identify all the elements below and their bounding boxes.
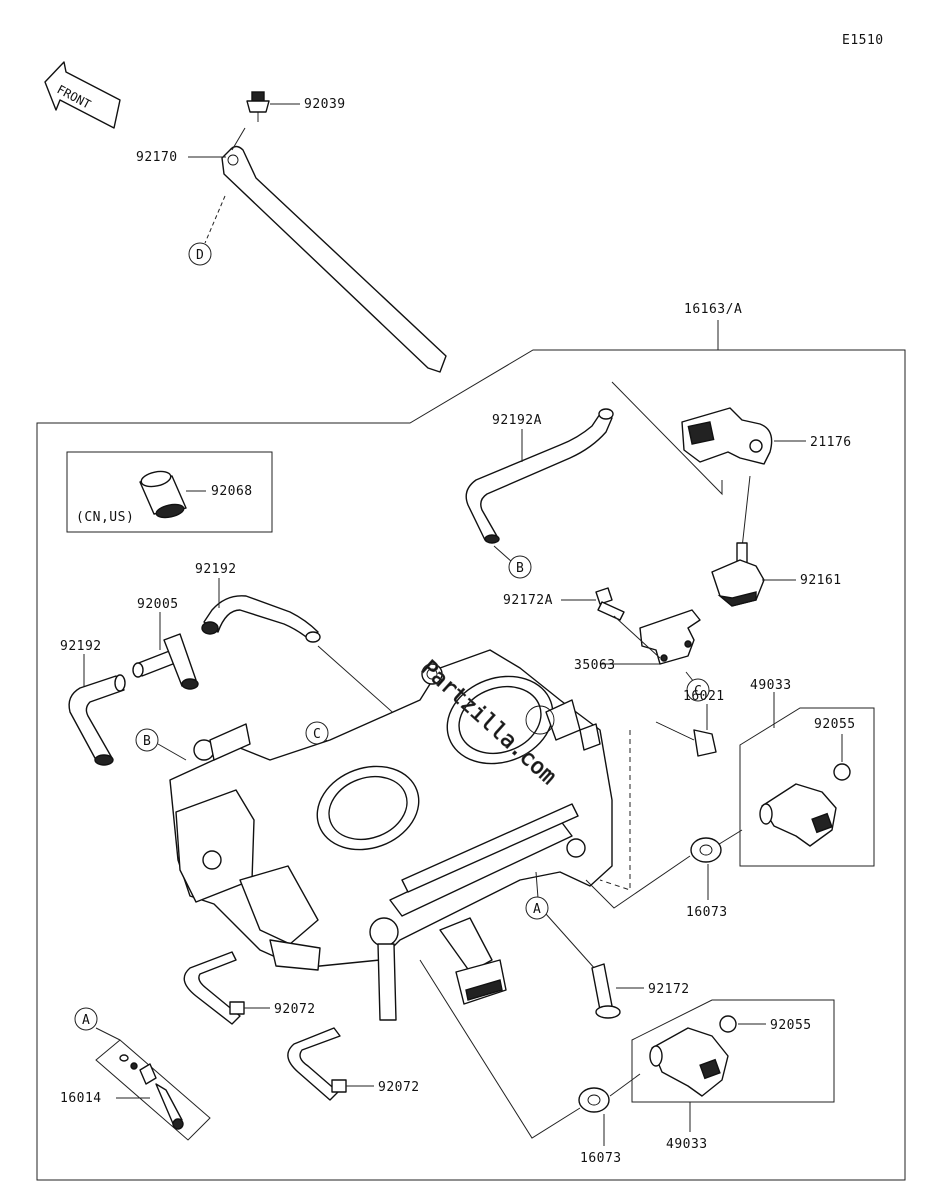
label-92068: 92068 xyxy=(211,484,253,499)
label-49033-bottom: 49033 xyxy=(666,1137,708,1152)
label-16014: 16014 xyxy=(60,1091,102,1106)
ref-circle-C-right xyxy=(686,678,710,702)
label-92192A: 92192A xyxy=(492,413,542,428)
hose-92192A xyxy=(465,408,614,544)
label-92072-lower: 92072 xyxy=(378,1080,420,1095)
label-35063: 35063 xyxy=(574,658,616,673)
label-92172: 92172 xyxy=(648,982,690,997)
diagram-code: E1510 xyxy=(842,33,884,48)
clamp-92072-upper xyxy=(183,951,245,1025)
ref-circle-A-center xyxy=(525,896,549,920)
injector-49033-bottom xyxy=(649,1027,729,1097)
clamp-92072-lower xyxy=(287,1027,347,1101)
ref-circle-B-top xyxy=(508,555,532,579)
market-note: (CN,US) xyxy=(76,510,134,525)
bolt-92172A xyxy=(595,587,625,621)
strap-92170 xyxy=(221,145,447,373)
ref-B-top: B xyxy=(516,561,524,576)
ref-circle-A-left xyxy=(74,1007,98,1031)
label-92170: 92170 xyxy=(136,150,178,165)
label-92192-top: 92192 xyxy=(195,562,237,577)
label-92161: 92161 xyxy=(800,573,842,588)
front-arrow-icon: FRONT xyxy=(44,61,121,129)
ref-A-center: A xyxy=(533,902,541,917)
label-16073-bottom: 16073 xyxy=(580,1151,622,1166)
cap-92068 xyxy=(139,470,187,519)
label-92072-upper: 92072 xyxy=(274,1002,316,1017)
o-ring-92055-bottom xyxy=(719,1015,737,1033)
screw-16021 xyxy=(655,721,717,757)
injector-box-bottom xyxy=(631,999,835,1103)
bolt-92172 xyxy=(591,963,621,1019)
label-49033-top: 49033 xyxy=(750,678,792,693)
grommet-92161 xyxy=(711,542,765,607)
injector-49033-top xyxy=(759,783,837,847)
ref-C-right: C xyxy=(694,684,702,699)
assembly-frame xyxy=(36,349,906,1181)
sensor-21176 xyxy=(681,407,773,465)
ref-D: D xyxy=(196,248,204,263)
label-92055-top: 92055 xyxy=(814,717,856,732)
o-ring-92055-top xyxy=(833,763,851,781)
kit-16014 xyxy=(119,1054,184,1130)
hose-92192-top xyxy=(201,595,321,643)
ref-A-left: A xyxy=(82,1013,90,1028)
tee-joint-92005 xyxy=(132,633,199,690)
ref-C-center: C xyxy=(313,727,321,742)
label-16021: 16021 xyxy=(683,689,725,704)
label-92192-left: 92192 xyxy=(60,639,102,654)
label-16073-top: 16073 xyxy=(686,905,728,920)
ref-B-left: B xyxy=(143,734,151,749)
label-92039: 92039 xyxy=(304,97,346,112)
washer-16073-bottom xyxy=(578,1087,610,1113)
clip-92039 xyxy=(246,91,270,122)
hose-92192-left xyxy=(68,674,126,766)
injector-box-top xyxy=(739,707,875,867)
washer-16073-top xyxy=(690,837,722,863)
label-92172A: 92172A xyxy=(503,593,553,608)
label-92005: 92005 xyxy=(137,597,179,612)
kit-16014-frame xyxy=(95,1039,211,1141)
label-16163A: 16163/A xyxy=(684,302,742,317)
label-21176: 21176 xyxy=(810,435,852,450)
bracket-35063 xyxy=(639,609,701,665)
market-box xyxy=(66,451,273,533)
ref-circle-B-left xyxy=(135,728,159,752)
ref-circle-D xyxy=(188,242,212,266)
label-92055-bottom: 92055 xyxy=(770,1018,812,1033)
throttle-body xyxy=(169,649,613,1021)
